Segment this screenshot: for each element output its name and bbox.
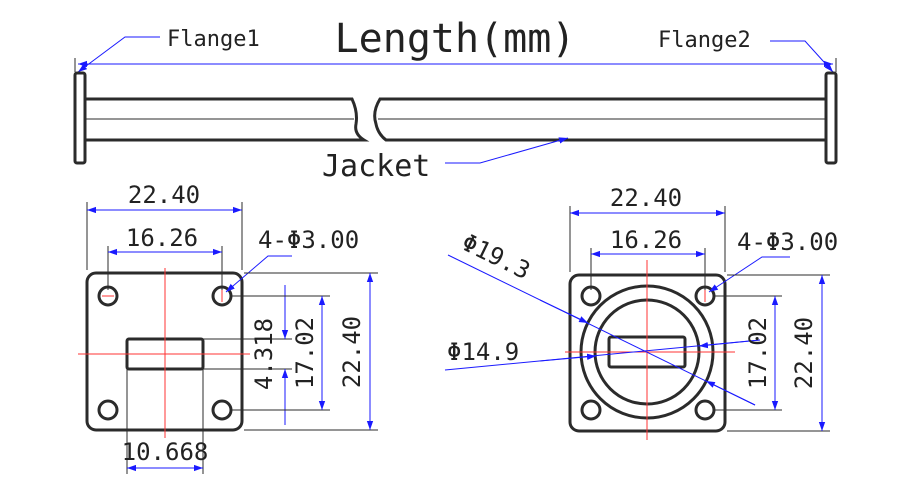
flange2-label: Flange2 (658, 28, 751, 53)
right-width-inner-text: 16.26 (610, 226, 682, 254)
left-holes-text: 4-Φ3.00 (258, 226, 359, 254)
flange1-leader (77, 36, 160, 73)
left-height-outer-text: 22.40 (338, 316, 366, 388)
flange2-leader (770, 40, 834, 73)
right-hole-spacing-text: 17.02 (744, 317, 772, 389)
right-hole-bottom-left (580, 399, 602, 421)
right-od-arrow-b (705, 380, 756, 406)
right-holes-leader (708, 256, 790, 293)
side-view: Length(mm) Flange1 Flange2 Jacket (73, 16, 838, 184)
left-hole-spacing-text: 17.02 (291, 317, 319, 389)
right-od-arrow-a (539, 299, 589, 324)
right-id-arrow-a (539, 353, 597, 362)
tube-left-segment (85, 97, 370, 142)
left-slot-width-text: 10.668 (122, 438, 209, 466)
right-width-outer-text: 22.40 (610, 184, 682, 212)
flange1-body (73, 71, 87, 165)
left-width-inner-text: 16.26 (126, 224, 198, 252)
flange1-label: Flange1 (167, 27, 260, 52)
left-holes-leader (225, 255, 292, 293)
left-slot-height-text: 4.318 (250, 318, 278, 390)
right-holes-text: 4-Φ3.00 (737, 228, 838, 256)
right-id-text: Φ14.9 (447, 338, 519, 366)
right-flange-view: 22.40 16.26 4-Φ3.00 Φ19.3 Φ14.9 17.02 22… (444, 184, 838, 440)
length-label: Length(mm) (335, 16, 576, 62)
right-height-outer-text: 22.40 (790, 317, 818, 389)
jacket-leader (445, 137, 569, 164)
right-id-arrow-b (698, 339, 761, 349)
tube-right-segment (373, 97, 826, 142)
right-od-text: Φ19.3 (457, 228, 534, 285)
jacket-label: Jacket (322, 149, 430, 184)
left-hole-bottom-left (97, 399, 119, 421)
right-od-leader (447, 254, 756, 406)
left-width-outer-text: 22.40 (128, 181, 200, 209)
left-flange-view: 22.40 16.26 4-Φ3.00 4.318 17.02 22.40 10… (78, 181, 378, 474)
left-hole-bottom-right (211, 399, 233, 421)
right-hole-bottom-right (694, 399, 716, 421)
flange2-body (824, 71, 838, 165)
